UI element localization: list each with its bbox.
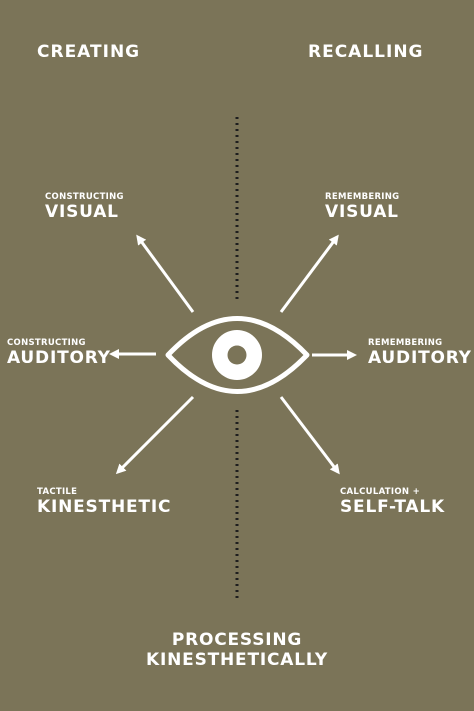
label-small: CALCULATION + — [340, 487, 420, 497]
label-small: REMEMBERING — [368, 338, 443, 348]
arrow-icon-up-right — [279, 234, 339, 313]
label-small: CONSTRUCTING — [7, 338, 86, 348]
heading-creating: CREATING — [37, 42, 141, 62]
arrow-icon-down-left — [115, 395, 195, 475]
label-calculation-self-talk: CALCULATION + SELF-TALK — [340, 487, 445, 518]
title-line-1: PROCESSING — [171, 630, 303, 650]
label-remembering-auditory: REMEMBERING AUDITORY — [368, 338, 472, 369]
label-big: AUDITORY — [368, 348, 472, 369]
label-big: VISUAL — [45, 202, 119, 223]
label-big: AUDITORY — [7, 348, 111, 369]
label-big: VISUAL — [325, 202, 399, 223]
title-line-2: KINESTHETICALLY — [146, 649, 328, 670]
heading-recalling: RECALLING — [308, 42, 424, 62]
label-constructing-visual: CONSTRUCTING VISUAL — [45, 192, 124, 223]
arrow-icon-down-right — [279, 396, 340, 475]
label-big: SELF-TALK — [340, 497, 445, 518]
label-big: KINESTHETIC — [37, 497, 172, 518]
processing-kinesthetically-title: PROCESSING KINESTHETICALLY — [0, 630, 474, 670]
label-small: REMEMBERING — [325, 192, 400, 202]
label-small: CONSTRUCTING — [45, 192, 124, 202]
label-small: TACTILE — [37, 487, 78, 497]
label-constructing-auditory: CONSTRUCTING AUDITORY — [7, 338, 111, 369]
eye-icon — [165, 316, 310, 394]
label-tactile-kinesthetic: TACTILE KINESTHETIC — [37, 487, 171, 518]
label-remembering-visual: REMEMBERING VISUAL — [325, 192, 399, 223]
arrow-icon-up-left — [136, 234, 195, 313]
